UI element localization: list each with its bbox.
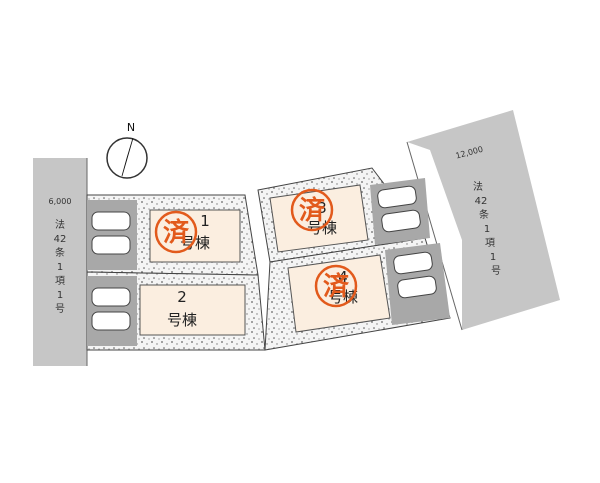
- svg-text:1: 1: [57, 262, 63, 273]
- svg-text:1: 1: [484, 224, 490, 235]
- sold-stamp-lot-4: 済: [314, 264, 358, 308]
- svg-text:済: 済: [299, 195, 326, 226]
- right-road: [407, 110, 560, 330]
- lot-2-number: 2: [177, 288, 187, 306]
- north-label: N: [127, 121, 135, 134]
- svg-text:条: 条: [479, 208, 489, 221]
- right-road-label: 法 42 条 1 項 1 号: [473, 180, 501, 277]
- svg-text:1: 1: [57, 290, 63, 301]
- left-road-width: 6,000: [49, 197, 72, 206]
- parking-1: [87, 200, 137, 270]
- right-road-edge: [406, 141, 463, 331]
- svg-text:済: 済: [163, 217, 190, 248]
- svg-text:済: 済: [323, 271, 350, 302]
- house-4: [287, 254, 391, 333]
- svg-text:1: 1: [490, 252, 496, 263]
- svg-text:42: 42: [475, 196, 488, 207]
- parking-2: [87, 276, 137, 346]
- lot-4-number: 4: [338, 268, 348, 286]
- lot-1-number: 1: [200, 212, 210, 230]
- left-road: [33, 158, 87, 366]
- svg-text:条: 条: [55, 246, 65, 259]
- svg-text:号: 号: [55, 303, 65, 315]
- lot-3-number: 3: [317, 199, 327, 217]
- svg-text:号: 号: [491, 265, 501, 277]
- north-arrow: N: [106, 121, 148, 179]
- lot-2-suffix: 号棟: [167, 311, 197, 329]
- house-2: [139, 284, 246, 336]
- svg-text:項: 項: [55, 275, 65, 287]
- car-icons: [91, 185, 437, 331]
- svg-text:42: 42: [54, 234, 67, 245]
- sold-stamp-lot-1: 済: [154, 210, 198, 254]
- svg-text:法: 法: [473, 180, 483, 193]
- sold-stamp-lot-3: 済: [290, 188, 334, 232]
- svg-text:項: 項: [485, 237, 495, 249]
- svg-text:法: 法: [55, 218, 65, 231]
- left-road-label: 法 42 条 1 項 1 号: [54, 218, 67, 315]
